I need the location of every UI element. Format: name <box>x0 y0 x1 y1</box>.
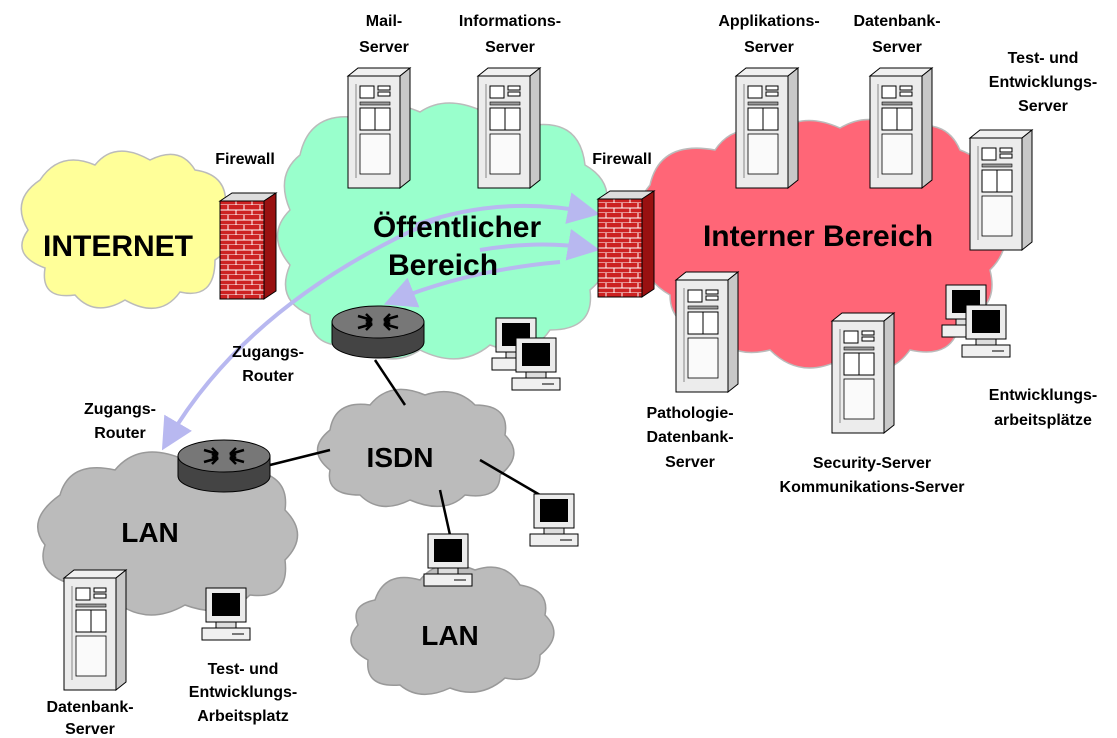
label-pathology-3: Server <box>665 454 715 471</box>
router-lan-icon <box>176 438 272 494</box>
zone-isdn: ISDN <box>367 442 434 473</box>
dev-workstation-2-icon <box>961 304 1011 358</box>
label-test-server-2: Entwicklungs- <box>989 74 1097 91</box>
internet-cloud <box>20 150 234 310</box>
arrow-lan-router <box>161 216 441 451</box>
test-server-icon <box>969 129 1033 251</box>
label-db-server-lan-2: Server <box>65 721 115 738</box>
label-app-server-1: Applikations- <box>718 13 819 30</box>
line-router-isdn <box>373 359 407 406</box>
arrow-internal-to-router <box>383 260 561 308</box>
label-mail-server-2: Server <box>359 39 409 56</box>
label-dev-ws-1: Entwicklungs- <box>989 387 1097 404</box>
label-app-server-2: Server <box>744 39 794 56</box>
firewall-right-icon <box>597 190 655 298</box>
label-router-public-1: Zugangs- <box>232 344 304 361</box>
zone-lan-left: LAN <box>121 517 179 548</box>
arrow-public-to-internal-bottom <box>479 228 600 261</box>
line-isdn-ws-bottom <box>438 489 452 536</box>
label-test-ws-1: Test- und <box>208 661 279 678</box>
workstation-isdn-bottom-icon <box>423 533 473 587</box>
zone-public-line1: Öffentlicher <box>373 211 542 244</box>
zone-public-line2: Bereich <box>388 249 498 282</box>
label-pathology-2: Datenbank- <box>646 429 733 446</box>
zone-internet: INTERNET <box>43 230 193 263</box>
label-db-server-top-2: Server <box>872 39 922 56</box>
info-server-icon <box>477 67 541 189</box>
workstation-public-2-icon <box>511 337 561 391</box>
label-mail-server-1: Mail- <box>366 13 402 30</box>
label-dev-ws-2: arbeitsplätze <box>994 412 1092 429</box>
line-router-lan-isdn <box>269 448 331 467</box>
label-router-lan-1: Zugangs- <box>84 401 156 418</box>
label-db-server-top-1: Datenbank- <box>853 13 940 30</box>
db-server-lan-icon <box>63 569 127 691</box>
label-test-ws-2: Entwicklungs- <box>189 684 297 701</box>
label-info-server-1: Informations- <box>459 13 561 30</box>
mail-server-icon <box>347 67 411 189</box>
zone-lan-bottom: LAN <box>421 620 479 651</box>
label-db-server-lan-1: Datenbank- <box>46 699 133 716</box>
router-public-icon <box>330 304 426 360</box>
pathology-server-icon <box>675 271 739 393</box>
zone-internal: Interner Bereich <box>703 220 933 253</box>
label-security-server: Security-Server <box>813 455 931 472</box>
label-firewall-left: Firewall <box>215 151 275 168</box>
workstation-isdn-right-icon <box>529 493 579 547</box>
label-comm-server: Kommunikations-Server <box>780 479 965 496</box>
app-server-icon <box>735 67 799 189</box>
label-test-server-3: Server <box>1018 98 1068 115</box>
test-workstation-icon <box>201 587 251 641</box>
line-isdn-ws-right <box>479 458 541 497</box>
firewall-left-icon <box>219 192 277 300</box>
label-test-server-1: Test- und <box>1008 50 1079 67</box>
label-pathology-1: Pathologie- <box>646 405 733 422</box>
label-info-server-2: Server <box>485 39 535 56</box>
security-server-icon <box>831 312 895 434</box>
label-router-public-2: Router <box>242 368 294 385</box>
label-router-lan-2: Router <box>94 425 146 442</box>
db-server-top-icon <box>869 67 933 189</box>
isdn-cloud <box>316 388 515 508</box>
label-test-ws-3: Arbeitsplatz <box>197 708 289 725</box>
label-firewall-right: Firewall <box>592 151 652 168</box>
